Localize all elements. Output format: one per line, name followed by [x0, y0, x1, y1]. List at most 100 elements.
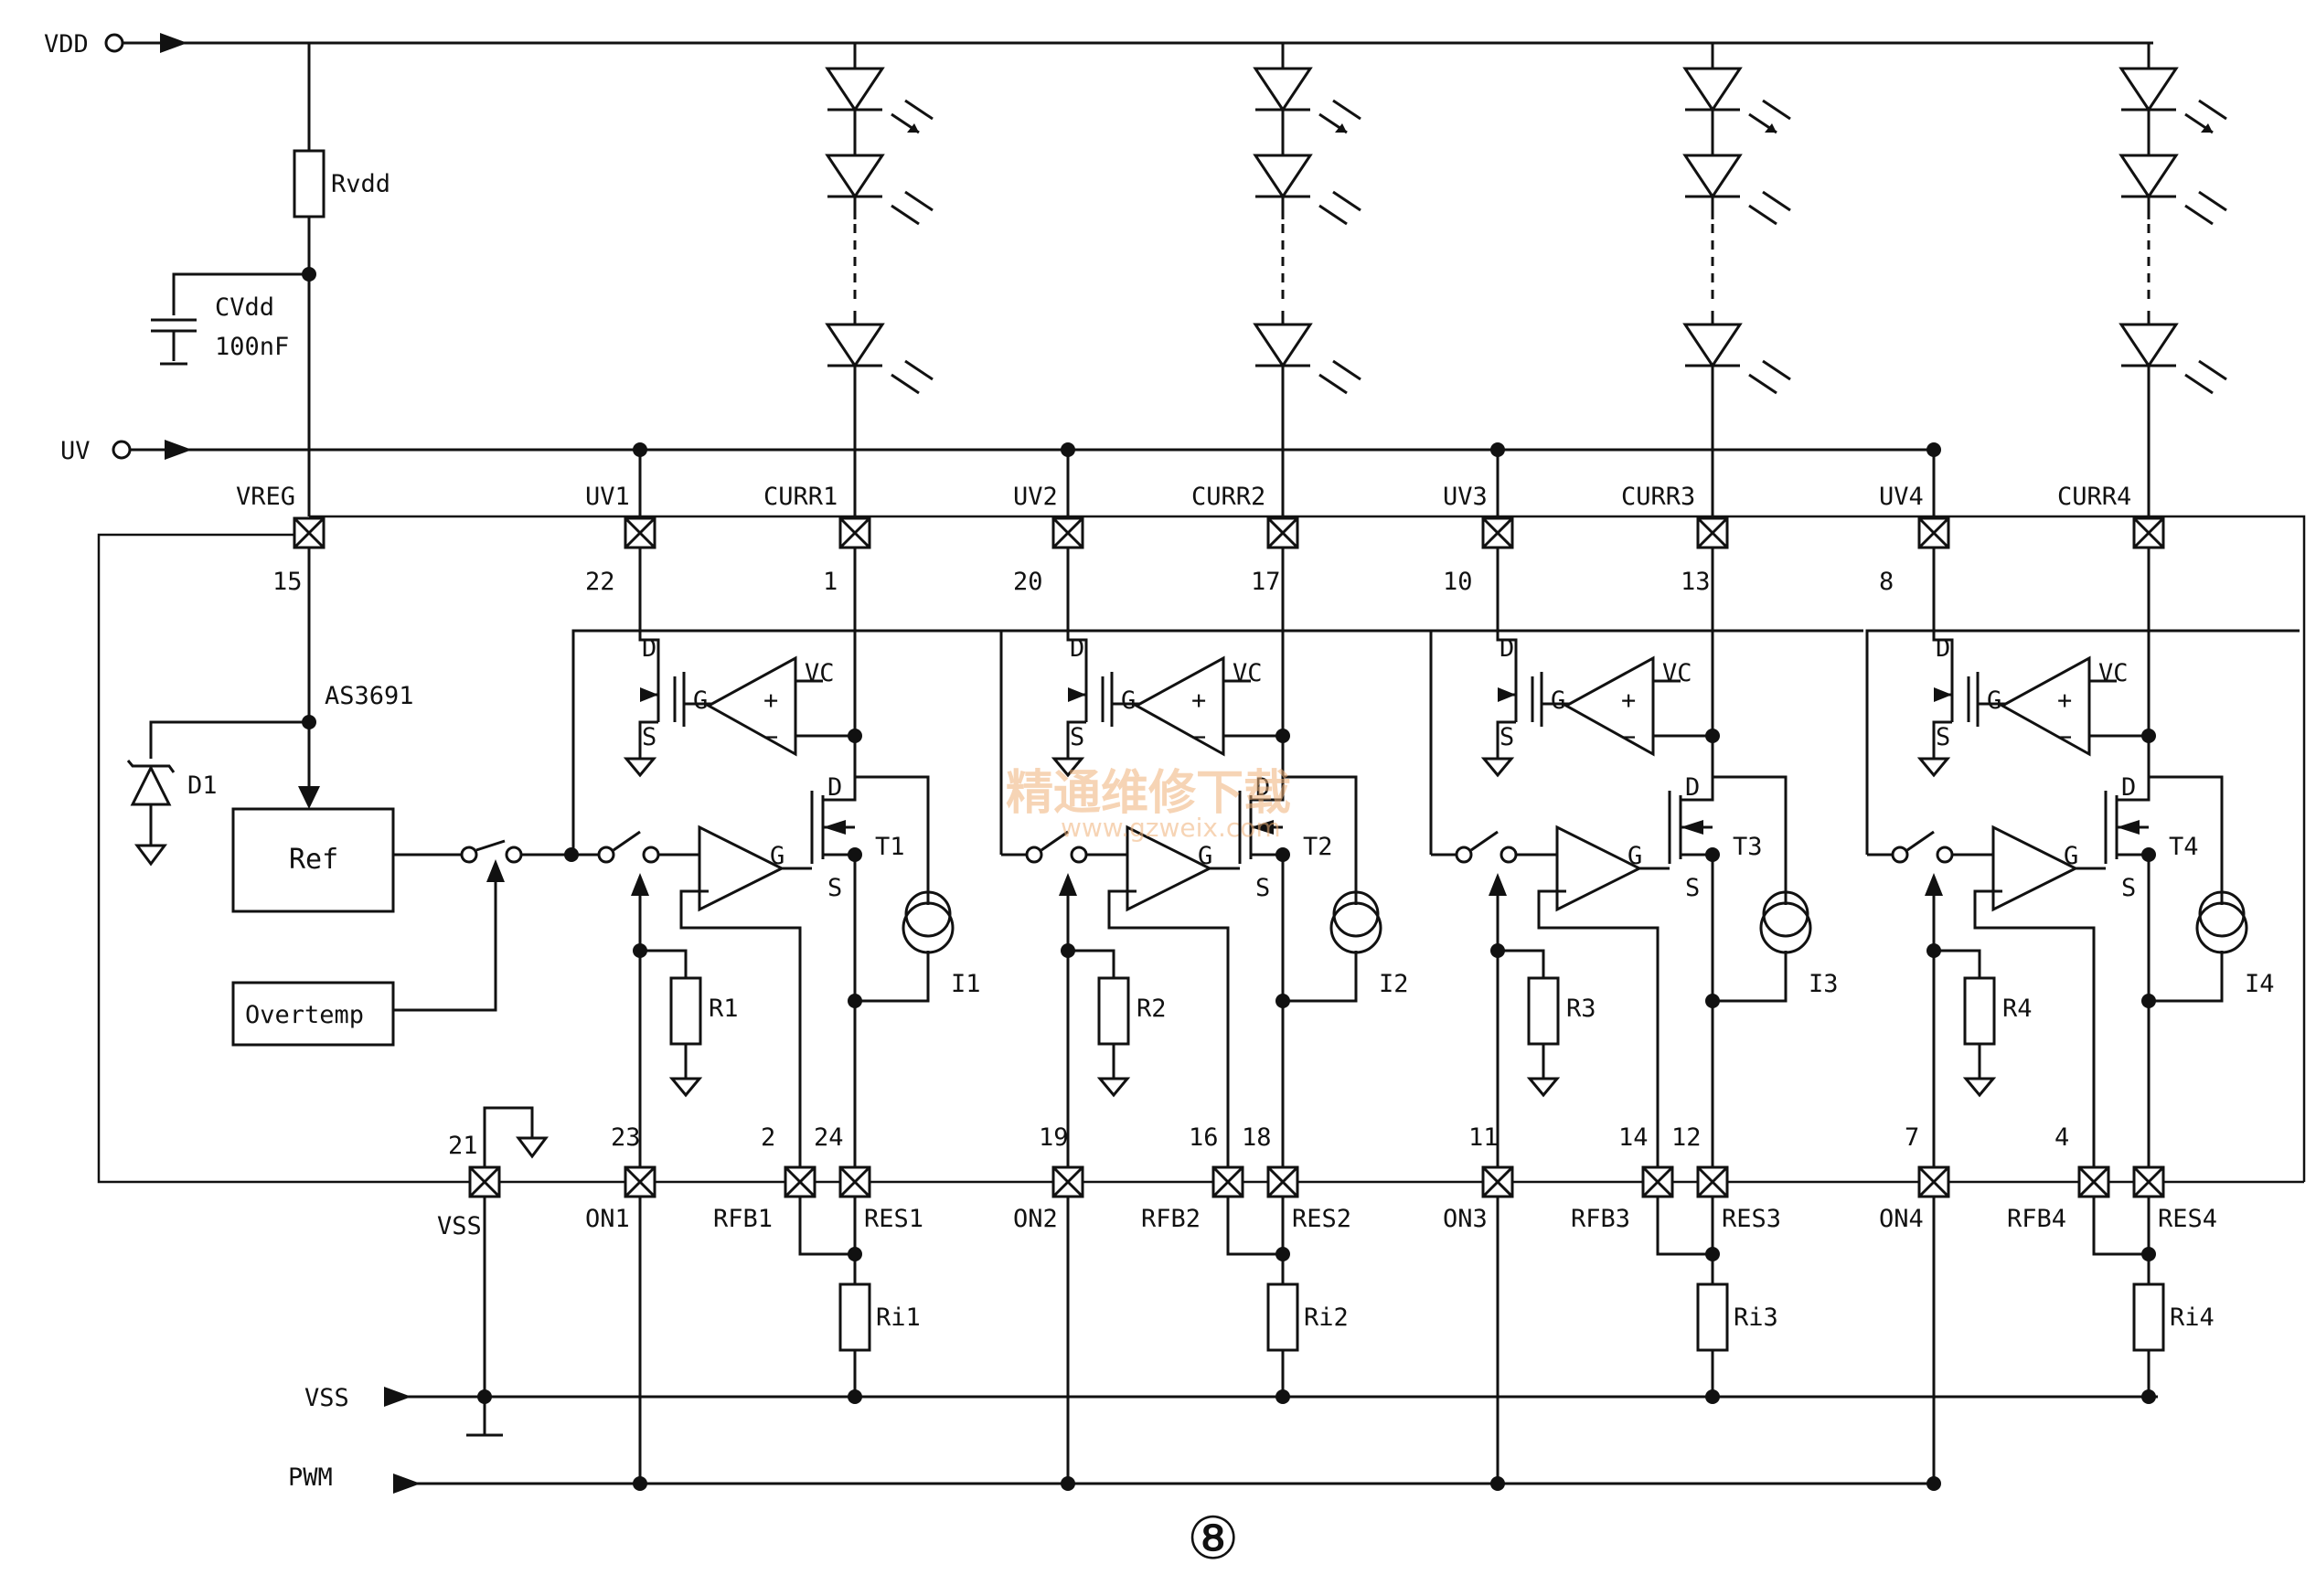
small-mosfet-s-label: S	[642, 723, 656, 751]
small-mosfet-g-label: G	[1121, 686, 1136, 715]
rfb-pin-label: RFB2	[1141, 1205, 1201, 1233]
on-pin-number: 7	[1905, 1123, 1919, 1152]
cvdd-label: CVdd	[215, 293, 274, 322]
uv-pin-number: 20	[1013, 568, 1043, 596]
uv-pin-label: UV3	[1443, 483, 1488, 511]
res-pin-label: RES4	[2158, 1205, 2217, 1233]
vss-rail: VSS	[304, 1384, 2158, 1412]
power-mosfet-d-label: D	[1685, 773, 1700, 802]
vss-pin: 21 VSS	[437, 1106, 549, 1437]
pwm-rail: PWM	[288, 1463, 1929, 1494]
resistor-label: R3	[1566, 995, 1596, 1023]
supply-section: Rvdd CVdd 100nF	[151, 43, 390, 516]
res-pin-number: 12	[1671, 1123, 1702, 1152]
transistor-label: T3	[1733, 833, 1763, 861]
opamp-minus-label: −	[763, 723, 778, 751]
figure-number-label: ⑧	[1187, 1506, 1239, 1573]
on-pin-label: ON3	[1443, 1205, 1488, 1233]
pwm-input-label: PWM	[288, 1463, 333, 1492]
vreg-pin: VREG 15	[236, 483, 326, 596]
figure-number: ⑧	[1187, 1506, 1239, 1573]
uv-label: UV	[60, 437, 91, 465]
rfb-pin-label: RFB4	[2007, 1205, 2066, 1233]
cvdd-value: 100nF	[215, 333, 289, 361]
driver-g-label: G	[1628, 842, 1642, 870]
driver-g-label: G	[770, 842, 784, 870]
power-mosfet-s-label: S	[1685, 874, 1700, 902]
opamp-vc-label: VC	[805, 659, 835, 687]
rfb-pin-number: 14	[1618, 1123, 1649, 1152]
transistor-label: T1	[875, 833, 905, 861]
transistor-label: T2	[1303, 833, 1333, 861]
opamp-minus-label: −	[1621, 723, 1636, 751]
curr-pin-label: CURR3	[1621, 483, 1695, 511]
opamp-plus-label: +	[1191, 686, 1206, 715]
curr-pin-number: 13	[1681, 568, 1711, 596]
vdd-rail: VDD	[44, 30, 2153, 59]
rfb-pin-number: 2	[761, 1123, 775, 1152]
res-pin-label: RES1	[864, 1205, 923, 1233]
small-mosfet-g-label: G	[1551, 686, 1565, 715]
channel-3: UV310CURR313ON311RFB314RES312T3I3R3Ri3VC…	[1429, 43, 1863, 1491]
overtemp-switch	[393, 839, 579, 1012]
opamp-vc-label: VC	[2098, 659, 2129, 687]
on-pin-label: ON1	[585, 1205, 630, 1233]
opamp-minus-label: −	[1191, 723, 1206, 751]
curr-pin-label: CURR2	[1191, 483, 1265, 511]
vdd-label: VDD	[44, 30, 89, 59]
resistor-label: R1	[709, 995, 739, 1023]
small-mosfet-g-label: G	[1987, 686, 2001, 715]
rvdd-resistor	[293, 149, 326, 218]
opamp-plus-label: +	[2057, 686, 2072, 715]
ri-resistor-label: Ri4	[2170, 1303, 2215, 1332]
res-pin-label: RES3	[1722, 1205, 1781, 1233]
transistor-label: T4	[2169, 833, 2199, 861]
channels: UV122CURR11ON123RFB12RES124T1I1R1Ri1VC+−…	[571, 43, 2300, 1491]
overtemp-label: Overtemp	[245, 1001, 364, 1029]
channel-2: UV220CURR217ON219RFB216RES218T2I2R2Ri2VC…	[999, 43, 1434, 1491]
small-mosfet-d-label: D	[642, 634, 656, 663]
watermark: 精通维修下载 www.gzweix.com	[1006, 766, 1291, 843]
small-mosfet-s-label: S	[1070, 723, 1084, 751]
small-mosfet-s-label: S	[1500, 723, 1514, 751]
small-mosfet-d-label: D	[1936, 634, 1950, 663]
watermark-url: www.gzweix.com	[1061, 813, 1281, 843]
on-pin-number: 11	[1468, 1123, 1499, 1152]
small-mosfet-d-label: D	[1500, 634, 1514, 663]
rvdd-label: Rvdd	[331, 170, 390, 198]
on-pin-number: 19	[1039, 1123, 1069, 1152]
on-pin-label: ON2	[1013, 1205, 1058, 1233]
power-mosfet-d-label: D	[827, 773, 842, 802]
curr-pin-label: CURR4	[2057, 483, 2131, 511]
watermark-cn: 精通维修下载	[1006, 766, 1291, 821]
overtemp-block: Overtemp	[231, 981, 395, 1047]
driver-g-label: G	[1198, 842, 1212, 870]
opamp-vc-label: VC	[1662, 659, 1692, 687]
small-mosfet-g-label: G	[693, 686, 708, 715]
current-source-label: I4	[2245, 970, 2275, 998]
rfb-pin-label: RFB1	[713, 1205, 773, 1233]
opamp-vc-label: VC	[1233, 659, 1263, 687]
power-mosfet-s-label: S	[827, 874, 842, 902]
rfb-pin-label: RFB3	[1571, 1205, 1630, 1233]
small-mosfet-s-label: S	[1936, 723, 1950, 751]
res-pin-number: 18	[1242, 1123, 1272, 1152]
channel-1: UV122CURR11ON123RFB12RES124T1I1R1Ri1VC+−…	[571, 43, 1006, 1491]
ri-resistor-label: Ri2	[1304, 1303, 1349, 1332]
small-mosfet-d-label: D	[1070, 634, 1084, 663]
chip-name: AS3691	[325, 682, 414, 710]
d1-label: D1	[187, 771, 218, 800]
rfb-pin-number: 4	[2055, 1123, 2069, 1152]
current-source-label: I1	[951, 970, 981, 998]
resistor-label: R2	[1137, 995, 1167, 1023]
vreg-number: 15	[272, 568, 303, 596]
opamp-plus-label: +	[1621, 686, 1636, 715]
power-mosfet-s-label: S	[2121, 874, 2136, 902]
current-source-label: I3	[1809, 970, 1839, 998]
vss-pin-number: 21	[448, 1132, 478, 1160]
current-source-label: I2	[1379, 970, 1409, 998]
power-mosfet-s-label: S	[1255, 874, 1270, 902]
power-mosfet-d-label: D	[1255, 773, 1270, 802]
opamp-plus-label: +	[763, 686, 778, 715]
